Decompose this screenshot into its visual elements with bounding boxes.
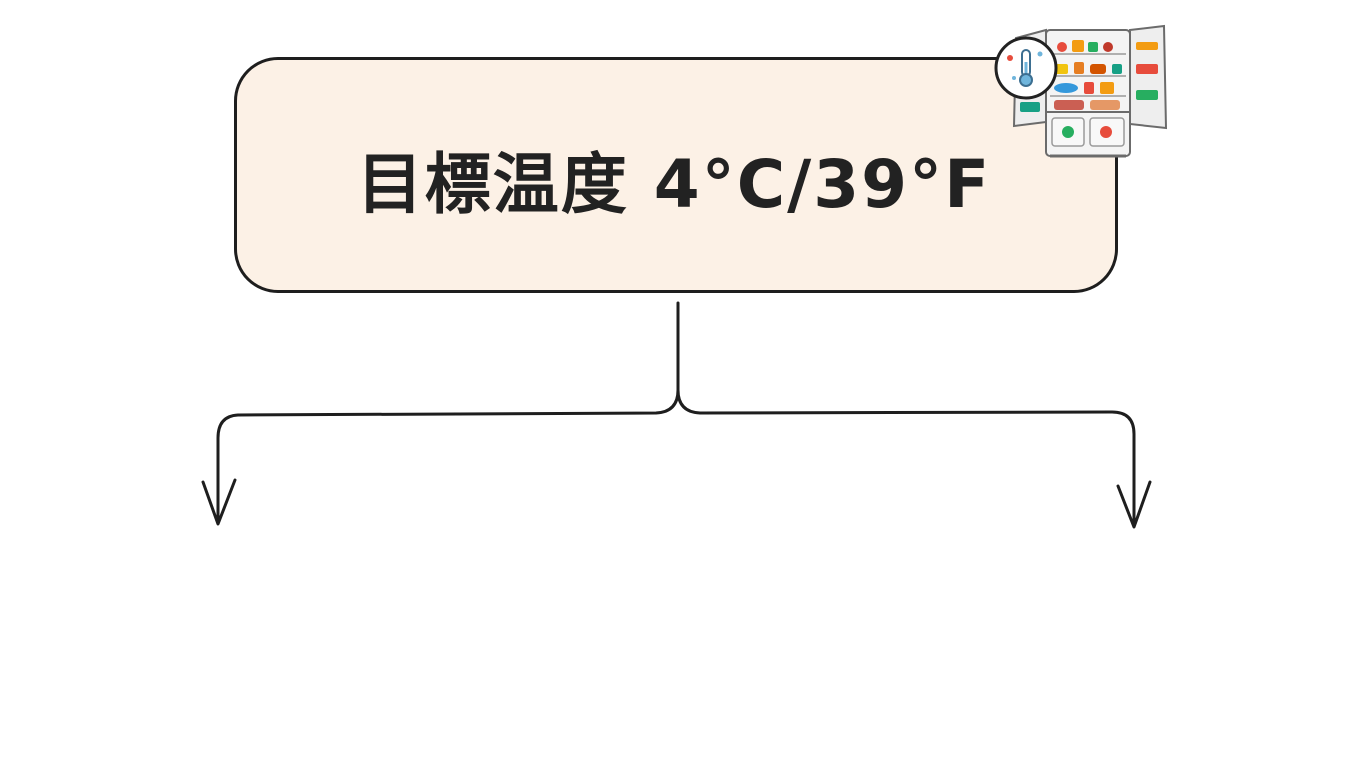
refrigerator-with-thermometer-icon	[994, 24, 1168, 158]
root-node: 目標温度 4°C/39°F	[234, 57, 1118, 293]
connector-right-branch	[676, 388, 1136, 528]
arrowhead-left	[201, 478, 237, 526]
connector-trunk	[216, 301, 680, 524]
arrowhead-right	[1116, 480, 1152, 529]
root-node-label: 目標温度 4°C/39°F	[356, 146, 992, 223]
